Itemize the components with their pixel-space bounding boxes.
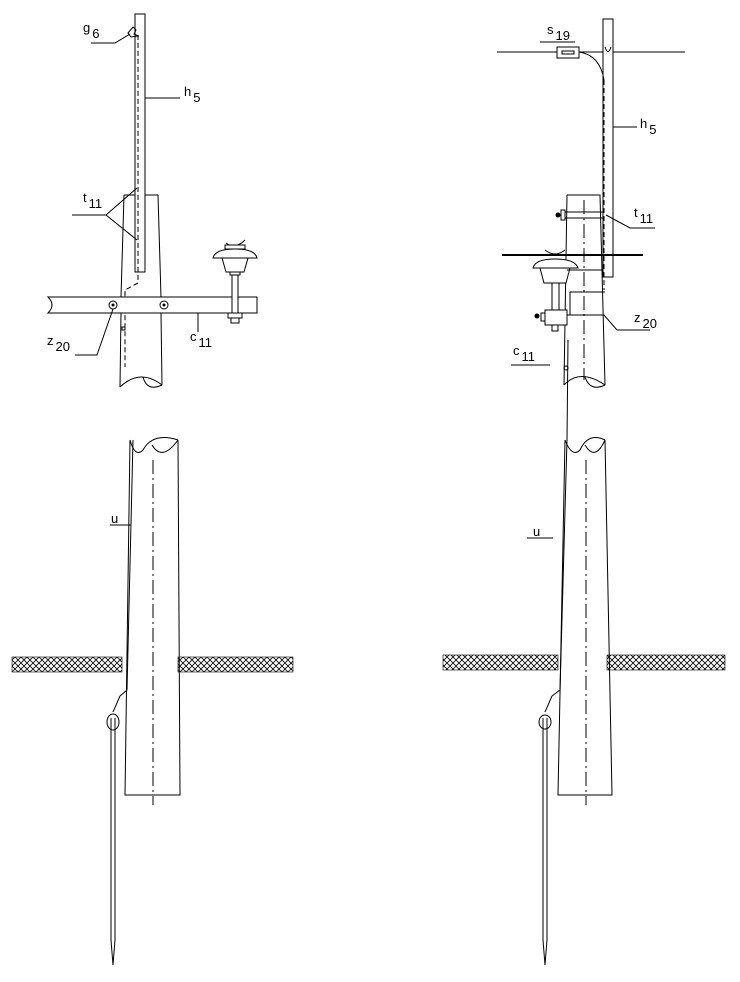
ground-hatching [606,654,726,671]
left-crossarm-c11 [46,296,258,314]
left-grounding-bar-h5 [134,13,146,273]
left-clamp-g6 [127,26,140,38]
left-ground-wire-u [119,439,134,697]
ground-hatching [177,656,294,673]
left-ground-conductor-dashed [124,35,139,367]
right-insulator [532,249,579,332]
right-ground-rod [538,695,553,966]
right-lower-pole [557,437,613,805]
bolt-icon [159,300,169,310]
right-upper-pole [563,194,606,388]
label-u-right: u [533,524,541,539]
left-lower-pole [124,437,181,805]
left-view [11,13,294,966]
label-u: u [111,511,119,526]
right-grounding-bar-h5 [602,18,614,278]
right-ground-wire-u [551,439,568,697]
right-view [442,18,726,966]
left-upper-pole [119,194,163,388]
left-insulator [212,239,258,324]
ground-hatching [442,654,559,671]
left-ground-rod [106,695,121,966]
ground-hatching [11,656,123,673]
